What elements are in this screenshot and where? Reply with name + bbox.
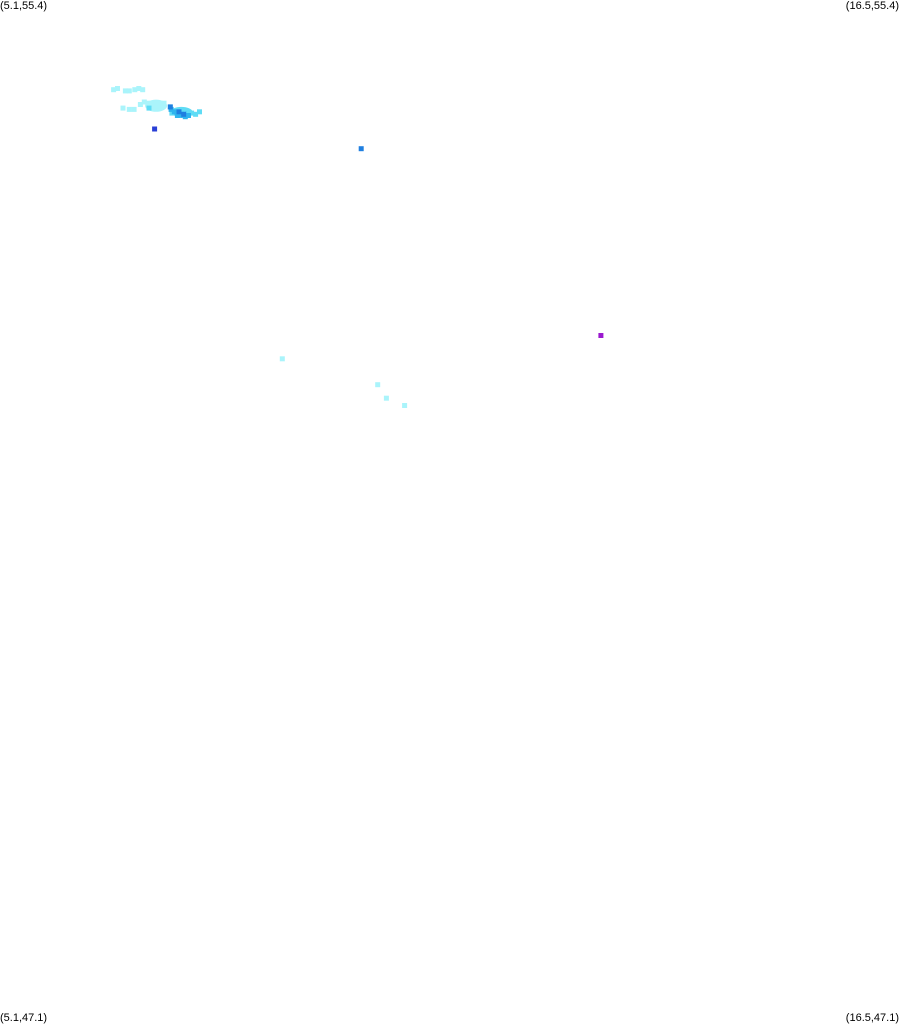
- map-point-27: [174, 113, 180, 118]
- map-point-10: [137, 102, 143, 107]
- map-point-13: [150, 102, 156, 107]
- map-point-8: [126, 106, 132, 112]
- map-point-14: [154, 103, 160, 109]
- corner-label-top-right: (16.5,55.4): [845, 0, 899, 12]
- map-point-38: [375, 382, 381, 388]
- map-point-36: [598, 333, 604, 338]
- map-point-23: [193, 111, 199, 117]
- map-point-15: [161, 100, 167, 106]
- map-point-33: [167, 104, 173, 110]
- map-point-24: [197, 109, 202, 115]
- map-point-1: [115, 86, 120, 91]
- map-point-30: [186, 113, 191, 118]
- map-point-26: [171, 109, 177, 115]
- map-point-12: [146, 100, 152, 106]
- map-point-11: [141, 99, 147, 105]
- map-point-0: [111, 87, 117, 93]
- map-point-7: [120, 105, 126, 111]
- map-point-37: [279, 356, 285, 362]
- map-point-34: [152, 126, 158, 132]
- map-point-9: [131, 106, 137, 112]
- corner-label-top-left: (5.1,55.4): [0, 0, 48, 12]
- map-point-40: [402, 403, 408, 408]
- map-point-31: [176, 109, 182, 115]
- map-point-22: [189, 110, 195, 116]
- map-point-6: [140, 87, 146, 93]
- map-point-35: [358, 146, 364, 152]
- map-point-3: [126, 88, 132, 94]
- map-point-17: [146, 105, 152, 111]
- map-point-5: [136, 86, 142, 91]
- map-point-32: [181, 111, 187, 117]
- map-point-39: [383, 395, 389, 401]
- map-point-4: [132, 87, 138, 93]
- map-point-2: [122, 88, 128, 94]
